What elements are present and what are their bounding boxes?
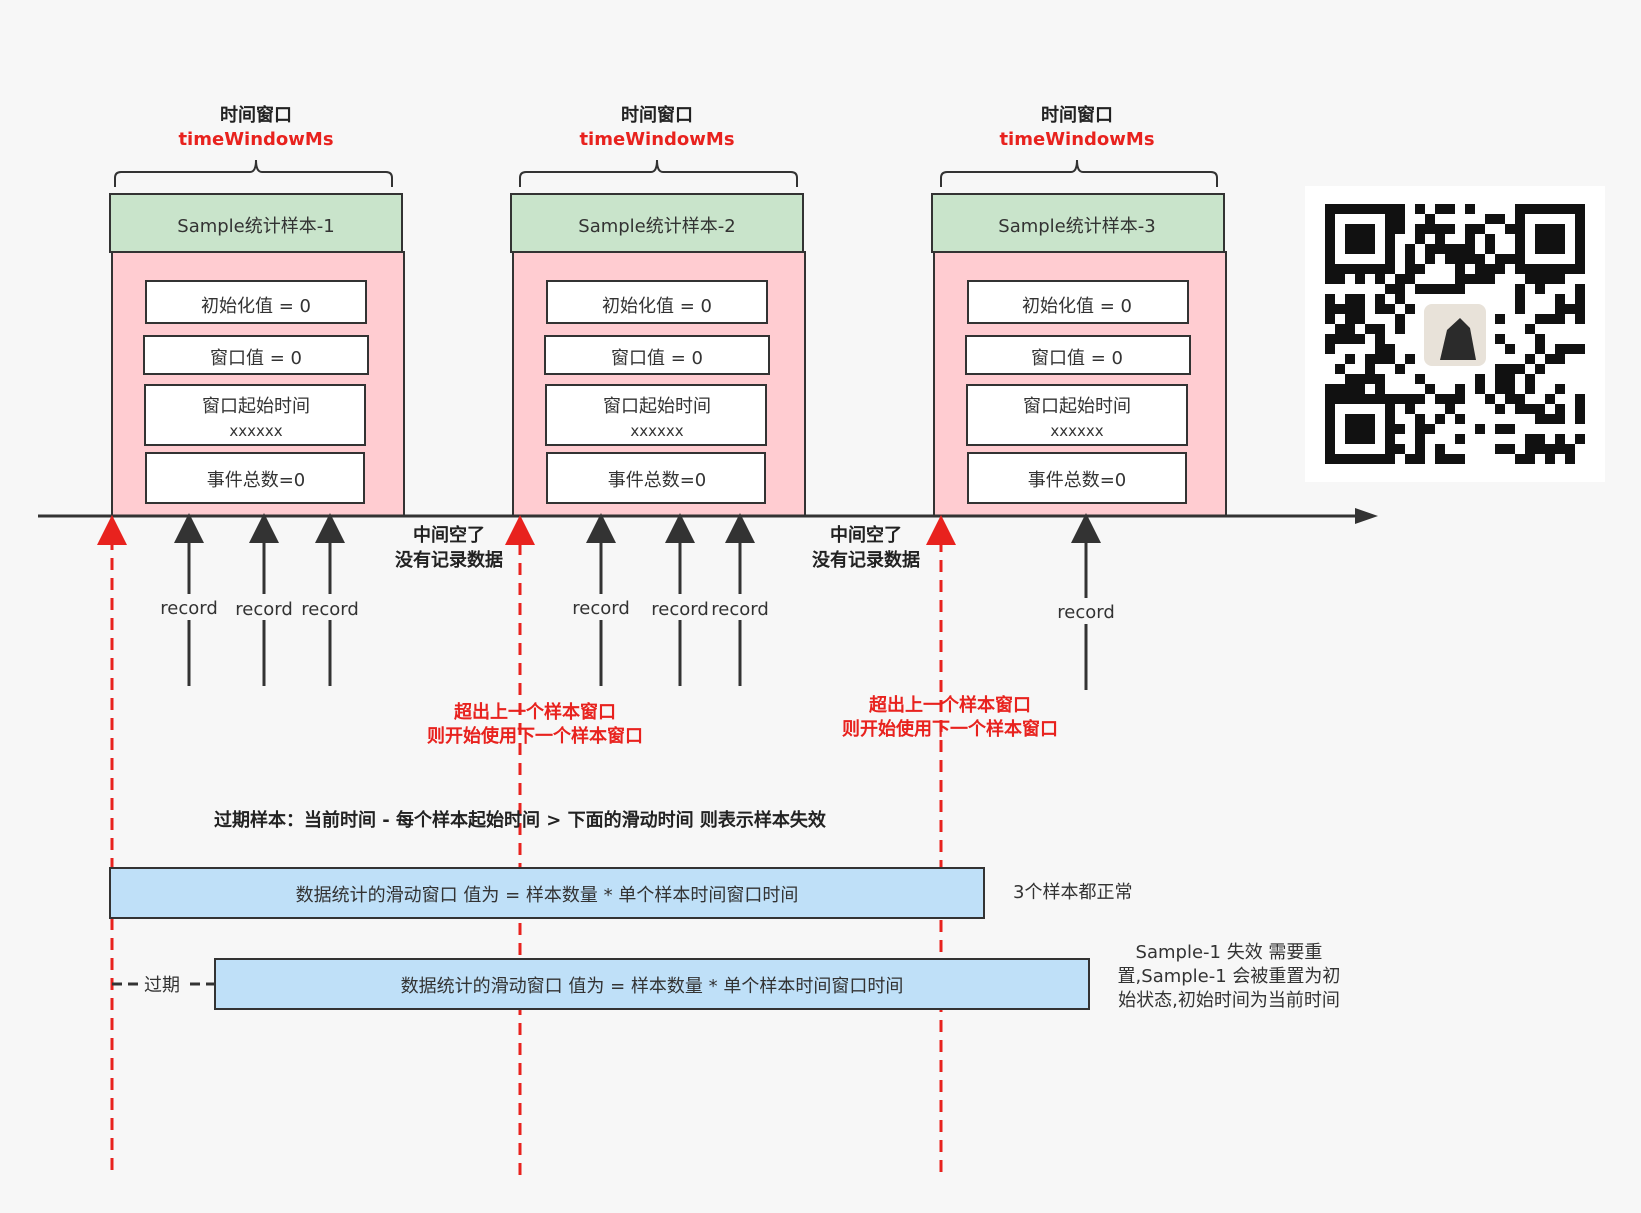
start-time-field — [144, 384, 366, 446]
window-value-text: 窗口值 = 0 — [611, 348, 703, 369]
sliding-window-text: 数据统计的滑动窗口 值为 = 样本数量 * 单个样本时间窗口时间 — [296, 885, 799, 906]
bar-note: Sample-1 失效 需要重 — [1136, 942, 1323, 963]
sample-title: Sample统计样本-1 — [177, 216, 334, 237]
event-total-text: 事件总数=0 — [608, 470, 707, 491]
qr-code-modules — [1325, 204, 1585, 464]
init-value-field — [546, 280, 768, 324]
sample-group-1: 时间窗口 timeWindowMs Sample统计样本-1 初始化值 = 0 … — [109, 104, 405, 517]
sample-title: Sample统计样本-3 — [998, 216, 1155, 237]
switch-note-line1: 超出上一个样本窗口 — [869, 694, 1031, 716]
window-value-text: 窗口值 = 0 — [1031, 348, 1123, 369]
qr-code-icon — [1305, 186, 1605, 482]
bar-note: 置,Sample-1 会被重置为初 — [1118, 966, 1341, 987]
sample-boundaries — [97, 515, 956, 1175]
time-window-subtitle: timeWindowMs — [178, 129, 333, 150]
init-value-field — [967, 280, 1189, 324]
sample-header-box — [109, 193, 403, 253]
event-total-text: 事件总数=0 — [207, 470, 306, 491]
record-label: record — [1057, 602, 1115, 623]
time-window-subtitle: timeWindowMs — [999, 129, 1154, 150]
expired-label: 过期 — [144, 975, 180, 996]
start-time-value: xxxxxx — [1050, 422, 1103, 440]
brace-icon — [940, 159, 1218, 187]
switch-notes: 超出上一个样本窗口 则开始使用下一个样本窗口 超出上一个样本窗口 则开始使用下一… — [427, 694, 1058, 747]
gap-notes: 中间空了 没有记录数据 中间空了 没有记录数据 — [395, 524, 920, 571]
record-label: record — [301, 599, 359, 620]
window-value-field — [143, 335, 369, 375]
gap-note-line1: 中间空了 — [413, 524, 485, 546]
event-total-field — [145, 452, 365, 504]
sample-group-2: 时间窗口 timeWindowMs Sample统计样本-2 初始化值 = 0 … — [510, 104, 806, 517]
timeline-arrow-icon — [1355, 508, 1378, 524]
sample-title: Sample统计样本-2 — [578, 216, 735, 237]
record-label: record — [160, 598, 218, 619]
brace-icon — [114, 159, 393, 187]
start-time-label: 窗口起始时间 — [1023, 396, 1131, 417]
record-label: record — [235, 599, 293, 620]
window-value-field — [965, 335, 1191, 375]
time-window-title: 时间窗口 — [621, 104, 693, 126]
event-total-field — [546, 452, 766, 504]
record-label: record — [651, 599, 709, 620]
sliding-window-text: 数据统计的滑动窗口 值为 = 样本数量 * 单个样本时间窗口时间 — [401, 976, 904, 997]
start-time-value: xxxxxx — [229, 422, 282, 440]
sliding-window-box — [109, 867, 985, 919]
init-value-text: 初始化值 = 0 — [201, 296, 311, 317]
start-time-value: xxxxxx — [630, 422, 683, 440]
gap-note-line2: 没有记录数据 — [812, 549, 920, 571]
start-time-field — [545, 384, 767, 446]
start-time-field — [966, 384, 1188, 446]
switch-note-line1: 超出上一个样本窗口 — [454, 701, 616, 723]
init-value-text: 初始化值 = 0 — [1022, 296, 1132, 317]
init-value-text: 初始化值 = 0 — [602, 296, 712, 317]
start-time-label: 窗口起始时间 — [202, 396, 310, 417]
gap-note-line1: 中间空了 — [830, 524, 902, 546]
switch-note-line2: 则开始使用下一个样本窗口 — [842, 718, 1058, 740]
sample-group-3: 时间窗口 timeWindowMs Sample统计样本-3 初始化值 = 0 … — [931, 104, 1227, 517]
bar-note: 3个样本都正常 — [1013, 882, 1132, 903]
event-total-text: 事件总数=0 — [1028, 470, 1127, 491]
record-labels: record record record record record recor… — [156, 594, 1119, 624]
expire-rule-text: 过期样本：当前时间 - 每个样本起始时间 > 下面的滑动时间 则表示样本失效 — [214, 809, 827, 831]
window-value-text: 窗口值 = 0 — [210, 348, 302, 369]
record-label: record — [572, 598, 630, 619]
avatar-figure — [1440, 318, 1476, 360]
brace-icon — [519, 159, 798, 187]
init-value-field — [145, 280, 367, 324]
sliding-window-bar-2: 过期 数据统计的滑动窗口 值为 = 样本数量 * 单个样本时间窗口时间 Samp… — [112, 942, 1340, 1011]
record-label: record — [711, 599, 769, 620]
sliding-window-bar-1: 数据统计的滑动窗口 值为 = 样本数量 * 单个样本时间窗口时间 3个样本都正常 — [109, 867, 1132, 919]
switch-note-line2: 则开始使用下一个样本窗口 — [427, 725, 643, 747]
sliding-window-box — [214, 958, 1090, 1010]
start-time-label: 窗口起始时间 — [603, 396, 711, 417]
time-window-title: 时间窗口 — [1041, 104, 1113, 126]
time-window-title: 时间窗口 — [220, 104, 292, 126]
window-value-field — [544, 335, 770, 375]
time-window-subtitle: timeWindowMs — [579, 129, 734, 150]
bar-note: 始状态,初始时间为当前时间 — [1118, 990, 1340, 1011]
event-total-field — [967, 452, 1187, 504]
gap-note-line2: 没有记录数据 — [395, 549, 503, 571]
